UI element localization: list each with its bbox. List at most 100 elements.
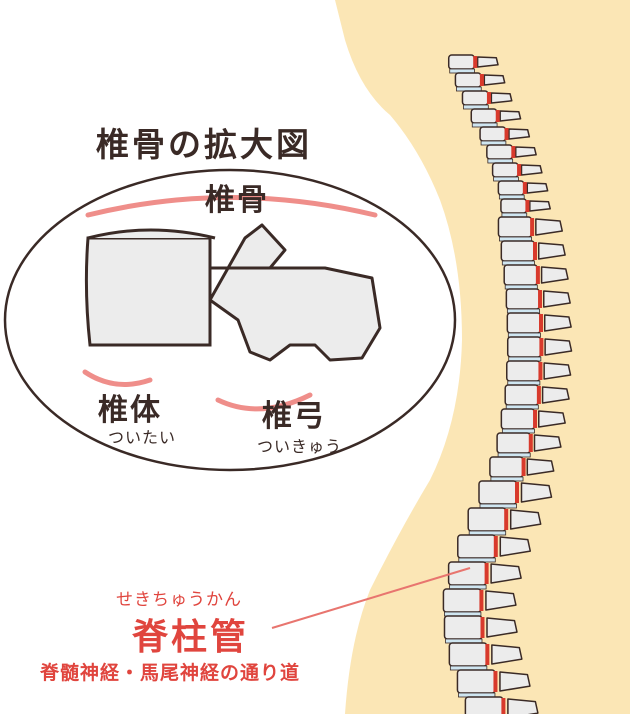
vertebra-process xyxy=(499,536,532,557)
spinal-cord-segment xyxy=(528,434,533,452)
vertebra xyxy=(464,696,504,714)
vertebra xyxy=(448,642,488,667)
vertebra-process xyxy=(490,563,522,584)
vertebra-process xyxy=(507,698,539,714)
arch-arc xyxy=(215,392,313,412)
vertebra-process xyxy=(499,671,531,692)
vertebra xyxy=(500,408,536,430)
vertebra-process xyxy=(520,482,553,503)
vertebra-process xyxy=(543,362,572,380)
spinal-cord-segment xyxy=(480,617,485,638)
vertebra xyxy=(456,669,496,694)
vertebra xyxy=(486,144,514,160)
spinal-cord-segment xyxy=(501,698,506,714)
spinal-cord-segment xyxy=(486,92,491,104)
vertebra-process xyxy=(499,110,522,122)
vertebra-process xyxy=(476,56,499,68)
vertebra xyxy=(442,588,482,613)
vertebra-process xyxy=(491,644,523,665)
vertebra xyxy=(467,507,507,532)
spinal-cord-segment xyxy=(504,128,509,140)
spinal-canal-description: 脊髄神経・馬尾神経の通り道 xyxy=(40,662,301,684)
spinal-cord-segment xyxy=(484,563,489,584)
diagram-title: 椎骨の拡大図 xyxy=(96,125,312,164)
vertebra xyxy=(461,90,489,106)
vertebra-process xyxy=(486,617,518,638)
vertebral-arch-shape xyxy=(208,223,382,362)
vertebra xyxy=(506,312,542,334)
vertebra-process xyxy=(535,218,563,236)
vertebra-process xyxy=(514,146,537,158)
vertebral-body-reading: ついたい xyxy=(108,428,177,447)
vertebra-process xyxy=(540,266,569,284)
spinal-cord-segment xyxy=(525,200,530,212)
spinal-cord-segment xyxy=(485,644,490,665)
title-gap xyxy=(80,110,380,160)
vertebra xyxy=(443,615,483,640)
spinal-canal-reading: せきちゅうかん xyxy=(116,590,242,610)
vertebra xyxy=(506,360,541,382)
vertebra xyxy=(491,162,519,178)
vertebra-process xyxy=(529,200,551,212)
spinal-cord-segment xyxy=(521,458,526,476)
spinal-cord-segment xyxy=(536,386,541,404)
vertebra-process xyxy=(543,290,571,308)
vertebra-process xyxy=(490,92,513,104)
spinal-cord-segment xyxy=(504,509,509,530)
canal-pointer-line xyxy=(271,567,471,629)
vertebra-arc xyxy=(85,195,378,218)
vertebra xyxy=(454,72,482,88)
vertebra-process xyxy=(544,338,573,356)
vertebra-process xyxy=(533,434,562,452)
spinal-cord-segment xyxy=(522,182,527,194)
spine-column xyxy=(442,54,573,714)
vertebra-process xyxy=(509,509,542,530)
vertebra xyxy=(489,456,524,478)
vertebra xyxy=(470,108,498,124)
vertebral-arch-reading: ついきゅう xyxy=(257,437,343,456)
vertebra xyxy=(506,336,542,358)
vertebra-process xyxy=(520,164,543,176)
vertebra-process xyxy=(508,128,531,140)
spinal-cord-segment xyxy=(533,410,538,428)
spinal-cord-segment xyxy=(517,164,522,176)
vertebra xyxy=(457,534,497,559)
spinal-cord-segment xyxy=(539,314,543,332)
vertebra xyxy=(478,480,518,505)
vertebra xyxy=(496,432,531,454)
spinal-cord-segment xyxy=(515,482,519,503)
spinal-cord-segment xyxy=(539,338,544,356)
vertebra-process xyxy=(537,242,566,260)
vertebra-process xyxy=(541,386,570,404)
vertebra-process xyxy=(485,590,517,611)
vertebra-process xyxy=(526,182,549,194)
vertebra-process xyxy=(526,458,555,476)
vertebra xyxy=(505,288,541,310)
vertebral-body-shape xyxy=(84,228,216,347)
spinal-cord-segment xyxy=(493,671,498,692)
body-arc xyxy=(82,369,153,387)
spinal-cord-segment xyxy=(535,266,540,284)
vertebra xyxy=(497,216,533,238)
spinal-cord-segment xyxy=(538,362,543,380)
spinal-canal-label: 脊柱管 xyxy=(132,617,250,658)
vertebra xyxy=(500,240,536,262)
spinal-cord-segment xyxy=(495,110,500,122)
body-silhouette xyxy=(335,0,630,714)
vertebra-process xyxy=(543,314,572,332)
spinal-cord-segment xyxy=(538,290,543,308)
vertebral-body-label: 椎体 xyxy=(98,393,162,428)
vertebra xyxy=(503,264,538,286)
spinal-cord-segment xyxy=(479,590,484,611)
vertebral-arch-label: 椎弓 xyxy=(262,399,326,434)
spinal-cord-segment xyxy=(533,242,537,260)
spinal-cord-segment xyxy=(493,536,498,557)
vertebra-process xyxy=(483,74,506,86)
spinal-cord-segment xyxy=(473,56,478,68)
spinal-cord-segment xyxy=(479,74,484,86)
spinal-cord-segment xyxy=(530,218,535,236)
vertebra xyxy=(500,198,528,214)
vertebra-process xyxy=(538,410,566,428)
vertebra xyxy=(497,180,525,196)
